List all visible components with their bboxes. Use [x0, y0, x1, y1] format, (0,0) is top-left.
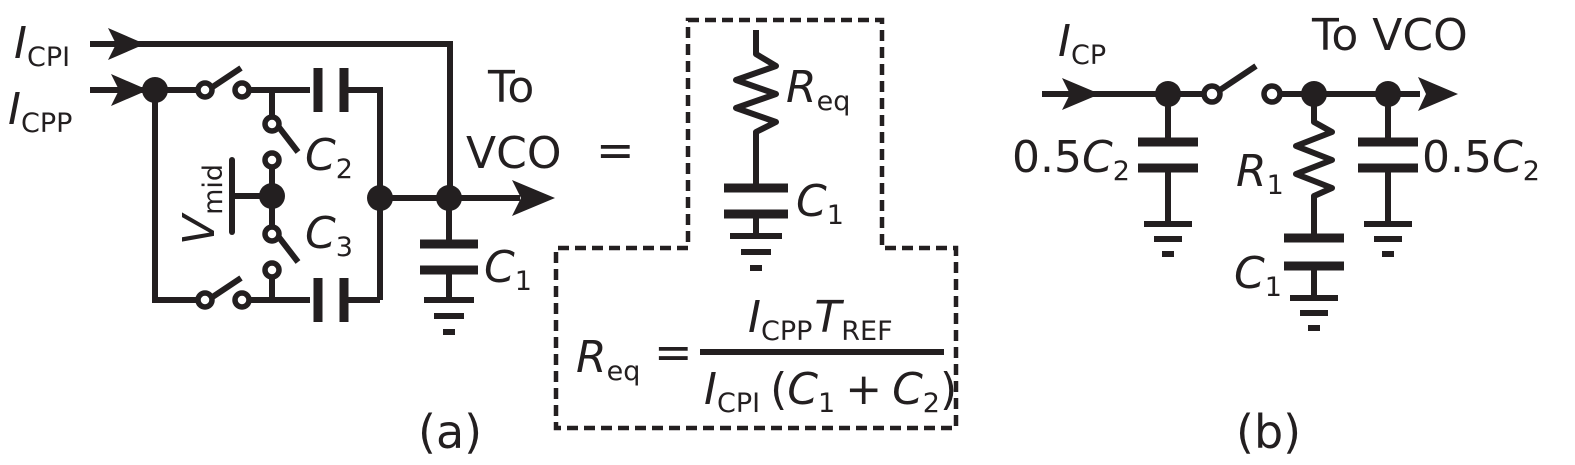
output-arrow-b-icon — [1418, 77, 1458, 111]
label-vmid: Vmid — [174, 164, 229, 245]
label-c1-a: C1 — [484, 242, 532, 297]
vmid-node — [259, 183, 285, 209]
output-line-a — [380, 180, 555, 335]
svg-text:Vmid: Vmid — [174, 164, 229, 245]
label-vco: VCO — [466, 128, 561, 179]
label-r1: R1 — [1236, 146, 1284, 201]
label-to: To — [487, 62, 534, 113]
formula-denominator: ICPI(C1+C2) — [704, 364, 957, 419]
caption-b: (b) — [1236, 405, 1301, 459]
label-c1-eq: C1 — [796, 176, 844, 231]
label-c2: C2 — [305, 130, 353, 185]
panel-a: ICPI ICPP Vmid C2 C3 C1 To VCO = (a) Req — [8, 17, 959, 459]
output-arrow-icon — [512, 180, 555, 216]
icpp-network — [90, 65, 393, 322]
label-c1-b: C1 — [1234, 248, 1282, 303]
icpp-arrow-icon — [111, 74, 148, 106]
icp-arrow-icon — [1062, 78, 1100, 110]
panel-b: ICP To VCO 0.5C2 0.5C2 R1 C1 (b) — [1012, 10, 1540, 459]
label-c3: C3 — [305, 208, 353, 263]
label-icp: ICP — [1058, 16, 1106, 71]
formula-numerator: ICPPTREF — [748, 292, 893, 347]
icpi-arrow-icon — [108, 28, 145, 60]
icpi-wire — [90, 28, 453, 200]
caption-a: (a) — [418, 405, 482, 459]
label-icpi: ICPI — [14, 18, 70, 73]
label-to-vco-b: To VCO — [1311, 10, 1468, 61]
formula-lhs: Req — [576, 332, 640, 387]
equivalent-box: Req C1 Req = ICPPTREF ICPI(C1+C2) — [553, 17, 959, 431]
label-icpp: ICPP — [8, 84, 72, 139]
formula-equals: = — [654, 325, 693, 379]
label-cap-left: 0.5C2 — [1012, 132, 1130, 187]
equals-sign: = — [596, 123, 635, 177]
label-cap-right: 0.5C2 — [1422, 132, 1540, 187]
label-req: Req — [786, 62, 850, 117]
